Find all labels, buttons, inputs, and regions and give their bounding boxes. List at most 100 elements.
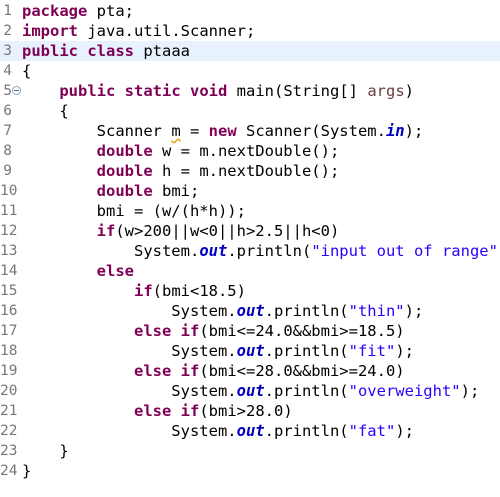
code-token: (bmi<=24.0&&bmi>=18.5) bbox=[199, 322, 405, 340]
code-token: w = m.nextDouble(); bbox=[152, 142, 340, 160]
code-line[interactable]: 22 System.out.println("fat"); bbox=[0, 421, 500, 441]
code-token: (bmi<=28.0&&bmi>=24.0) bbox=[199, 362, 405, 380]
code-line[interactable]: 9 double h = m.nextDouble(); bbox=[0, 161, 500, 181]
code-token: .println( bbox=[227, 242, 312, 260]
code-text: public static void main(String[] args) bbox=[22, 81, 414, 101]
line-number-gutter bbox=[0, 0, 14, 497]
code-line[interactable]: 10 double bmi; bbox=[0, 181, 500, 201]
code-text: System.out.println("input out of range")… bbox=[22, 241, 500, 261]
code-token bbox=[22, 222, 97, 240]
code-text: else if(bmi<=24.0&&bmi>=18.5) bbox=[22, 321, 405, 341]
code-text: double w = m.nextDouble(); bbox=[22, 141, 340, 161]
code-token: out bbox=[236, 382, 265, 400]
code-token: bmi = (w/(h*h)); bbox=[22, 202, 246, 220]
line-number: 20 bbox=[0, 383, 18, 399]
line-number: 23 bbox=[0, 443, 18, 459]
line-number: 22 bbox=[0, 423, 18, 439]
code-token: ); bbox=[460, 382, 480, 400]
code-token: System. bbox=[22, 242, 200, 260]
code-token: System. bbox=[22, 302, 237, 320]
code-token: (bmi>28.0) bbox=[199, 402, 293, 420]
code-token: double bbox=[96, 162, 153, 180]
line-number: 18 bbox=[0, 343, 18, 359]
line-number: 19 bbox=[0, 363, 18, 379]
code-token: (bmi<18.5) bbox=[152, 282, 246, 300]
code-token: if bbox=[133, 282, 153, 300]
code-text: if(bmi<18.5) bbox=[22, 281, 246, 301]
code-line[interactable]: 16 System.out.println("thin"); bbox=[0, 301, 500, 321]
code-line[interactable]: 14 else bbox=[0, 261, 500, 281]
code-token: main(String[] bbox=[227, 82, 368, 100]
code-token bbox=[22, 142, 97, 160]
code-token: java.util.Scanner; bbox=[78, 22, 256, 40]
code-line[interactable]: 5 public static void main(String[] args) bbox=[0, 81, 500, 101]
code-line[interactable]: 15 if(bmi<18.5) bbox=[0, 281, 500, 301]
code-token: = bbox=[180, 122, 209, 140]
code-token: "thin" bbox=[348, 302, 405, 320]
code-text: System.out.println("thin"); bbox=[22, 301, 423, 321]
code-text: else if(bmi<=28.0&&bmi>=24.0) bbox=[22, 361, 405, 381]
code-token: new bbox=[208, 122, 237, 140]
line-number: 2 bbox=[3, 23, 12, 39]
line-number: 8 bbox=[3, 143, 12, 159]
code-token bbox=[22, 322, 134, 340]
code-token: static bbox=[124, 82, 181, 100]
code-line[interactable]: 13 System.out.println("input out of rang… bbox=[0, 241, 500, 261]
code-token: Scanner(System. bbox=[236, 122, 386, 140]
code-token bbox=[181, 82, 190, 100]
code-token: "fat" bbox=[348, 422, 396, 440]
code-token bbox=[78, 42, 87, 60]
code-text: double bmi; bbox=[22, 181, 200, 201]
code-text: { bbox=[22, 101, 68, 121]
code-token: ); bbox=[395, 342, 414, 360]
code-text: Scanner m = new Scanner(System.in); bbox=[22, 121, 424, 141]
code-token: ); bbox=[498, 242, 500, 260]
code-line[interactable]: 21 else if(bmi>28.0) bbox=[0, 401, 500, 421]
line-number: 4 bbox=[3, 63, 12, 79]
code-token: bmi; bbox=[152, 182, 200, 200]
code-line[interactable]: 17 else if(bmi<=24.0&&bmi>=18.5) bbox=[0, 321, 500, 341]
code-token bbox=[171, 402, 180, 420]
code-line[interactable]: 7 Scanner m = new Scanner(System.in); bbox=[0, 121, 500, 141]
code-token: if bbox=[180, 322, 200, 340]
code-token: ); bbox=[395, 422, 414, 440]
line-number: 13 bbox=[0, 243, 18, 259]
code-token bbox=[22, 182, 97, 200]
code-text: } bbox=[22, 461, 31, 481]
code-token bbox=[171, 322, 180, 340]
code-line[interactable]: 18 System.out.println("fit"); bbox=[0, 341, 500, 361]
code-line[interactable]: 6 { bbox=[0, 101, 500, 121]
code-line[interactable]: 24} bbox=[0, 461, 500, 481]
code-text: } bbox=[22, 441, 68, 461]
code-token: package bbox=[22, 2, 88, 20]
code-token: ptaaa bbox=[134, 42, 191, 60]
code-line[interactable]: 12 if(w>200||w<0||h>2.5||h<0) bbox=[0, 221, 500, 241]
code-line[interactable]: 11 bmi = (w/(h*h)); bbox=[0, 201, 500, 221]
code-token: if bbox=[180, 362, 200, 380]
code-token: "input out of range" bbox=[311, 242, 498, 260]
line-number: 7 bbox=[3, 123, 12, 139]
line-number: 5 bbox=[3, 83, 12, 99]
code-line[interactable]: 19 else if(bmi<=28.0&&bmi>=24.0) bbox=[0, 361, 500, 381]
code-token: "fit" bbox=[348, 342, 396, 360]
code-token bbox=[22, 282, 134, 300]
code-token: double bbox=[96, 142, 153, 160]
code-token: System. bbox=[22, 382, 237, 400]
code-token: out bbox=[236, 422, 265, 440]
code-text: System.out.println("overweight"); bbox=[22, 381, 479, 401]
code-token bbox=[22, 162, 97, 180]
code-line[interactable]: 8 double w = m.nextDouble(); bbox=[0, 141, 500, 161]
code-text: if(w>200||w<0||h>2.5||h<0) bbox=[22, 221, 340, 241]
collapse-minus-icon[interactable] bbox=[12, 86, 21, 95]
code-line[interactable]: 23 } bbox=[0, 441, 500, 461]
code-token: public bbox=[22, 42, 78, 60]
code-line[interactable]: 20 System.out.println("overweight"); bbox=[0, 381, 500, 401]
code-text: else bbox=[22, 261, 134, 281]
code-token: ) bbox=[404, 82, 414, 100]
code-token bbox=[115, 82, 124, 100]
code-line[interactable]: 4{ bbox=[0, 61, 500, 81]
